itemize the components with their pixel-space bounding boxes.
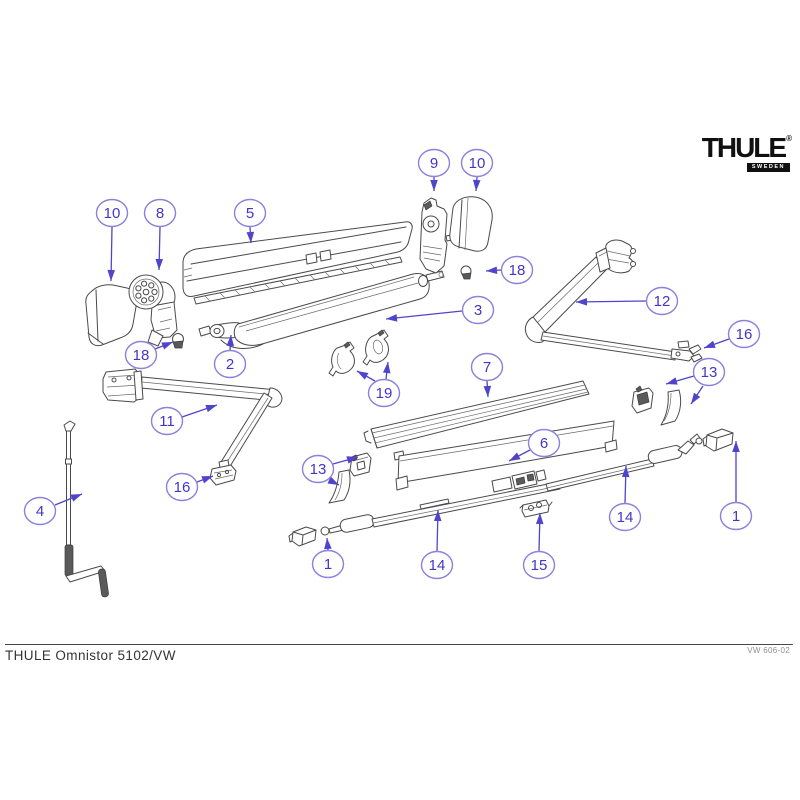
svg-text:7: 7 (483, 359, 491, 376)
callout-9: 9 (417, 148, 451, 191)
svg-text:13: 13 (701, 364, 718, 381)
part-lead-rail (363, 380, 590, 449)
callout-1: 1 (719, 441, 753, 531)
svg-text:10: 10 (104, 205, 121, 222)
callout-16: 16 (703, 319, 761, 349)
callout-15: 15 (522, 512, 556, 580)
svg-text:9: 9 (430, 155, 438, 172)
footer-doc-number: VW 606-02 (747, 646, 790, 655)
callout-13: 13 (665, 357, 726, 405)
footer-rule (5, 644, 793, 645)
svg-text:1: 1 (732, 508, 740, 525)
part-crank-rod (63, 420, 109, 598)
svg-text:1: 1 (324, 556, 332, 573)
callout-3: 3 (385, 295, 495, 325)
svg-text:16: 16 (736, 326, 753, 343)
callout-1: 1 (311, 537, 345, 579)
svg-text:15: 15 (531, 557, 548, 574)
part-support-brackets (328, 329, 389, 377)
part-spring-arm-right (524, 239, 677, 361)
part-tension-rafter-right (545, 433, 703, 492)
svg-text:12: 12 (654, 293, 671, 310)
callout-8: 8 (143, 198, 177, 271)
part-endcap-right (449, 196, 493, 252)
callout-13: 13 (301, 454, 359, 486)
svg-text:14: 14 (429, 557, 446, 574)
callout-7: 7 (470, 352, 504, 398)
callout-2: 2 (213, 334, 247, 379)
part-clamp-brackets-left (328, 452, 372, 504)
svg-text:11: 11 (159, 413, 175, 430)
part-tension-rafter-left (320, 469, 561, 536)
registered-mark: ® (786, 134, 792, 143)
part-knob-left (172, 333, 184, 349)
callout-16: 16 (165, 472, 214, 502)
svg-text:18: 18 (509, 262, 526, 279)
part-gear-unit-left (128, 274, 178, 347)
svg-text:16: 16 (174, 479, 191, 496)
svg-text:8: 8 (156, 205, 164, 222)
svg-text:5: 5 (246, 205, 254, 222)
callout-11: 11 (150, 404, 218, 436)
callout-19: 19 (356, 361, 401, 408)
svg-text:18: 18 (133, 347, 150, 364)
part-rail-bracket (519, 499, 553, 518)
callout-10: 10 (95, 198, 129, 282)
callout-6: 6 (508, 428, 561, 462)
logo-row: THULE® (702, 134, 792, 162)
logo-badge: SWEDEN (746, 163, 790, 172)
svg-text:6: 6 (540, 435, 548, 452)
part-cassette-housing (182, 221, 413, 305)
svg-text:13: 13 (310, 461, 327, 478)
part-end-cap-small-right (702, 428, 734, 452)
part-arm-shoe-right (670, 340, 703, 363)
callout-12: 12 (575, 286, 679, 316)
logo-text: THULE (701, 132, 787, 163)
svg-text:19: 19 (376, 385, 393, 402)
part-front-panel (393, 420, 618, 491)
callout-5: 5 (233, 198, 267, 244)
svg-text:2: 2 (226, 356, 234, 373)
part-fabric (220, 270, 445, 349)
callouts-layer: 10 8 5 9 10 18 18 2 3 19 12 16 13 7 11 6 16 13 4 1 14 15 14 1 (23, 148, 761, 580)
callout-14: 14 (420, 509, 454, 580)
part-clamp-brackets-right (631, 385, 682, 426)
footer-title: THULE Omnistor 5102/VW (5, 648, 176, 663)
svg-text:14: 14 (617, 509, 634, 526)
part-end-cap-small-left (288, 526, 317, 547)
svg-text:10: 10 (469, 155, 486, 172)
part-spring-arm-left (102, 368, 283, 469)
thule-logo: THULE® SWEDEN (698, 134, 792, 172)
part-knob-right (460, 265, 472, 280)
callout-4: 4 (23, 493, 83, 526)
svg-text:4: 4 (36, 503, 44, 520)
svg-text:3: 3 (474, 302, 482, 319)
callout-18: 18 (124, 340, 174, 370)
callout-18: 18 (485, 255, 534, 285)
callout-10: 10 (460, 148, 494, 192)
callout-14: 14 (608, 465, 642, 532)
part-endcap-left (85, 284, 138, 347)
